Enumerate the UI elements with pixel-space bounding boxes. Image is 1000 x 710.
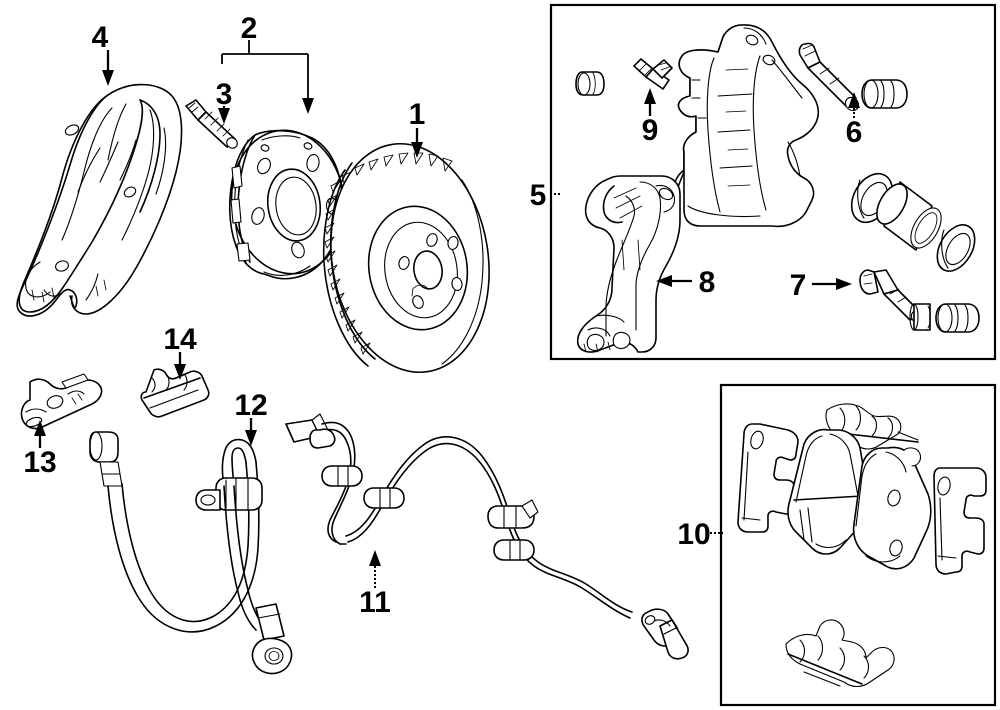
callout-label-3: 3 [216, 78, 233, 111]
callout-leader-11 [369, 550, 381, 588]
caliper-piston-seals [850, 172, 976, 272]
caliper-bleeder-screw [633, 58, 673, 90]
guide-pin-sleeve [909, 303, 931, 331]
brake-caliper-housing [671, 24, 820, 228]
callout-label-9: 9 [642, 114, 659, 147]
callout-label-4: 4 [92, 21, 109, 54]
callout-leader-4 [102, 50, 114, 86]
callout-label-13: 13 [23, 446, 56, 479]
caliper-mounting-bracket [576, 175, 681, 353]
callout-label-14: 14 [163, 323, 197, 356]
brake-pad-outer [852, 446, 932, 570]
anti-rattle-clip-lower [785, 619, 895, 688]
callout-leader-13 [34, 420, 46, 448]
abs-wheel-speed-sensor [285, 413, 689, 660]
bleeder-cap [575, 71, 605, 96]
callout-leader-6 [848, 92, 860, 118]
callout-label-11: 11 [359, 586, 391, 619]
callout-label-10: 10 [677, 518, 710, 551]
callout-label-6: 6 [846, 116, 863, 149]
hose-bracket [20, 373, 103, 430]
brake-rotor-disc [322, 142, 490, 374]
harness-clip-2 [363, 487, 405, 509]
hub-mounting-stud-bolt [185, 99, 238, 149]
callout-leader-9 [644, 88, 656, 116]
callout-label-5: 5 [530, 179, 547, 212]
caliper-guide-pin-bolt-upper [798, 42, 860, 112]
harness-clip-1 [321, 465, 363, 487]
callout-leader-3 [218, 106, 230, 124]
abs-sensor-head [641, 608, 689, 660]
hose-retainer-clip [140, 368, 210, 418]
brake-pad-kit-box [719, 383, 997, 707]
brake-pad-kit [737, 403, 987, 688]
callout-label-12: 12 [234, 389, 267, 422]
guide-pin-boot-lower [935, 303, 980, 333]
front-brake-hose [89, 431, 293, 675]
brake-pad-shim-right [933, 467, 987, 575]
caliper-assembly-box [549, 3, 997, 361]
callout-leader-8 [656, 275, 692, 287]
callout-label-7: 7 [790, 269, 807, 302]
guide-pin-boot-upper [861, 79, 908, 109]
wheel-bearing-hub-assembly [228, 129, 346, 280]
harness-clip-4 [493, 539, 535, 561]
harness-clip-5 [309, 428, 336, 449]
callout-leader-14 [174, 352, 186, 380]
callout-label-1: 1 [409, 98, 426, 131]
callout-leader-12 [245, 418, 257, 446]
callout-label-2: 2 [241, 12, 258, 45]
callout-leader-7 [812, 278, 852, 290]
callout-leader-1 [411, 128, 423, 158]
callout-leader-2 [221, 40, 314, 114]
brake-splash-shield [16, 83, 183, 317]
callout-label-8: 8 [699, 266, 716, 299]
harness-clip-3 [487, 499, 539, 529]
brake-pad-inner [787, 428, 870, 555]
